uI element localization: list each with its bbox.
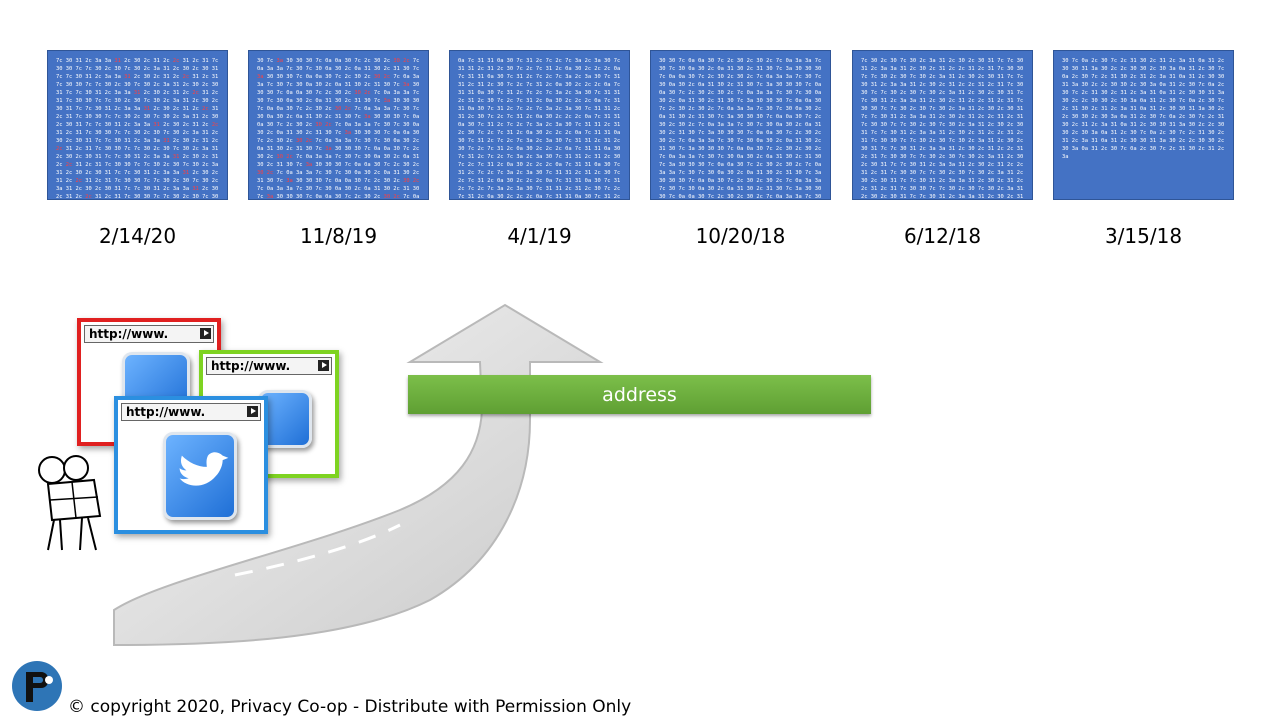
snapshot-date: 3/15/18 (1104, 224, 1183, 248)
url-bar: http://www. (84, 325, 214, 343)
url-bar: http://www. (121, 403, 261, 421)
snapshot-date: 6/12/18 (903, 224, 982, 248)
snapshot-date: 10/20/18 (695, 224, 786, 248)
snapshot-data-stream: 30 7c 3a 30 30 30 7c 0a 0a 30 7c 2c 30 2… (257, 58, 420, 200)
play-icon (247, 406, 258, 417)
url-bar: http://www. (206, 357, 332, 375)
snapshot-data-stream: 7c 30 2c 30 7c 30 2c 3a 31 2c 30 2c 30 3… (861, 58, 1024, 200)
snapshot-date: 11/8/19 (299, 224, 378, 248)
snapshot-card-4: 30 30 7c 0a 0a 30 7c 2c 30 2c 30 2c 7c 0… (650, 50, 831, 200)
url-text: http://www. (126, 405, 206, 419)
play-icon (318, 360, 329, 371)
snapshot-timeline: 7c 30 31 2c 3a 3a 31 2c 30 2c 31 2c 2c 3… (0, 0, 1280, 260)
snapshot-data-stream: 0a 7c 31 31 0a 30 7c 31 2c 7c 2c 7c 3a 2… (458, 58, 621, 200)
stick-figures-reading-map-icon (38, 455, 102, 551)
snapshot-date: 2/14/20 (98, 224, 177, 248)
snapshot-card-3: 0a 7c 31 31 0a 30 7c 31 2c 7c 2c 7c 3a 2… (449, 50, 630, 200)
snapshot-card-5: 7c 30 2c 30 7c 30 2c 3a 31 2c 30 2c 30 3… (852, 50, 1033, 200)
play-icon (200, 328, 211, 339)
copyright-notice: © copyright 2020, Privacy Co-op - Distri… (68, 697, 632, 717)
snapshot-date: 4/1/19 (507, 224, 572, 248)
url-text: http://www. (211, 359, 291, 373)
snapshot-data-stream: 30 7c 0a 2c 30 7c 2c 31 30 2c 31 2c 3a 3… (1062, 58, 1225, 160)
snapshot-data-stream: 7c 30 31 2c 3a 3a 31 2c 30 2c 31 2c 2c 3… (56, 58, 219, 200)
bird-glyph (179, 452, 229, 486)
address-bar-label: address (408, 375, 871, 414)
snapshot-card-1: 7c 30 31 2c 3a 3a 31 2c 30 2c 31 2c 2c 3… (47, 50, 228, 200)
snapshot-card-6: 30 7c 0a 2c 30 7c 2c 31 30 2c 31 2c 3a 3… (1053, 50, 1234, 200)
snapshot-data-stream: 30 30 7c 0a 0a 30 7c 2c 30 2c 30 2c 7c 0… (659, 58, 822, 200)
twitter-bird-icon (163, 432, 237, 520)
url-text: http://www. (89, 327, 169, 341)
privacy-coop-logo-icon (12, 661, 62, 711)
snapshot-card-2: 30 7c 3a 30 30 30 7c 0a 0a 30 7c 2c 30 2… (248, 50, 429, 200)
